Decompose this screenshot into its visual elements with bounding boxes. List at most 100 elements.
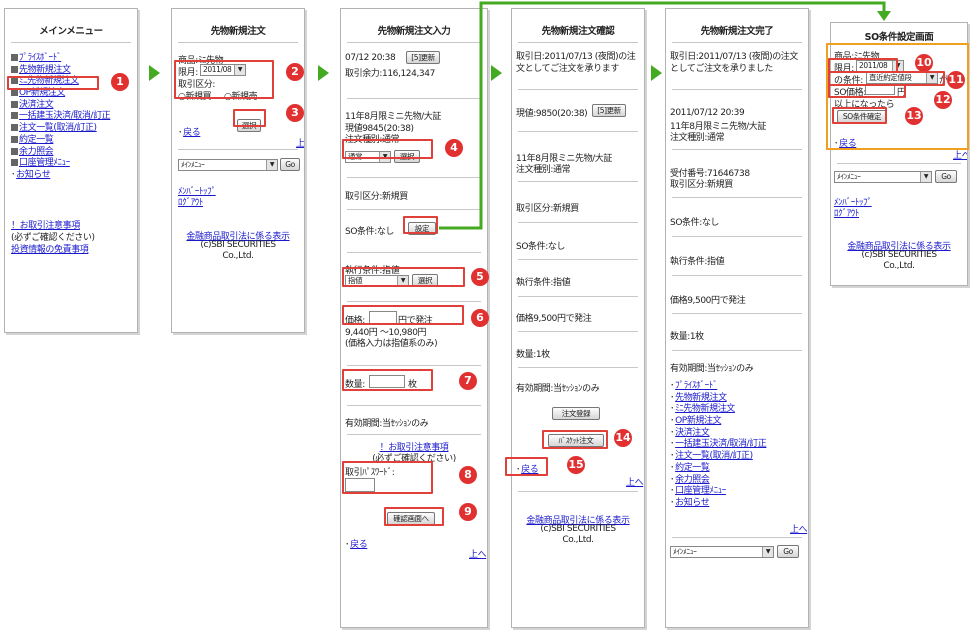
divider (672, 89, 802, 90)
divider (347, 209, 481, 210)
price-suffix: 円で発注 (398, 316, 433, 326)
divider (518, 131, 638, 132)
menu-item-margin[interactable]: 余力照会 (11, 147, 110, 159)
fin-law-link[interactable]: 金融商品取引法に係る表示 (847, 242, 951, 252)
menu-item-order-list[interactable]: 注文一覧(取消/訂正) (11, 123, 110, 135)
back-link[interactable]: ･戻る (178, 128, 201, 138)
so-condition: SO条件:なし (670, 218, 720, 228)
member-top-link[interactable]: ﾒﾝﾊﾞｰﾄｯﾌﾟ (834, 198, 872, 208)
list-item[interactable]: ･ﾌﾟﾗｲｽﾎﾞｰﾄﾞ (670, 381, 718, 391)
step-badge-10: 10 (915, 54, 933, 72)
divider (347, 98, 481, 99)
menu-item-execution-list[interactable]: 約定一覧 (11, 135, 110, 147)
list-item[interactable]: ･一括建玉決済/取消/訂正 (670, 439, 767, 450)
menu-item-op-order[interactable]: OP新規注文 (11, 88, 110, 100)
company-suffix: Co.,Ltd. (562, 535, 594, 545)
menu-item-futures-order[interactable]: 先物新規注文 (11, 65, 110, 77)
chevron-down-icon: ▼ (397, 276, 408, 286)
menu-select[interactable]: ﾒｲﾝﾒﾆｭｰ▼ (670, 546, 774, 558)
cond-prefix: の (834, 76, 843, 86)
back-link[interactable]: ･戻る (516, 465, 539, 475)
menu-list: ﾌﾟﾗｲｽﾎﾞｰﾄﾞ 先物新規注文 ﾐﾆ先物新規注文 OP新規注文 決済注文 一… (11, 53, 111, 182)
divider (178, 42, 298, 43)
top-link[interactable]: 上へ (953, 151, 967, 161)
menu-item-price-board[interactable]: ﾌﾟﾗｲｽﾎﾞｰﾄﾞ (11, 53, 110, 65)
step-badge-7: 7 (459, 372, 477, 390)
go-button[interactable]: Go (935, 170, 957, 183)
exec-select[interactable]: 指値▼ (345, 275, 409, 287)
month-label: 限月: (834, 64, 854, 74)
chevron-down-icon: ▼ (926, 73, 937, 83)
select-button[interactable]: 選択 (394, 150, 420, 163)
caution-link[interactable]: ！お取引注意事項 (379, 443, 449, 453)
menu-select[interactable]: ﾒｲﾝﾒﾆｭｰ▼ (834, 171, 932, 183)
quantity: 数量:1枚 (516, 350, 550, 360)
list-item[interactable]: ･先物新規注文 (670, 392, 727, 403)
menu-icon (11, 100, 18, 108)
order-complete-panel: 先物新規注文完了 取引日:2011/07/13 (夜間)の注文としてご注文を承り… (665, 8, 809, 628)
page-title: メインメニュー (39, 26, 103, 37)
go-button[interactable]: Go (777, 545, 799, 558)
fin-law-link[interactable]: 金融商品取引法に係る表示 (186, 232, 290, 242)
refresh-button[interactable]: [5]更新 (592, 104, 626, 117)
link-list: ･ﾌﾟﾗｲｽﾎﾞｰﾄﾞ ･先物新規注文 ･ﾐﾆ先物新規注文 ･OP新規注文 ･決… (670, 381, 767, 510)
list-item[interactable]: ･口座管理ﾒﾆｭｰ (670, 486, 726, 497)
top-link[interactable]: 上へ (790, 525, 808, 535)
top-link[interactable]: 上へ (626, 478, 644, 488)
top-link[interactable]: 上へ (296, 139, 305, 149)
validity: 有効期間:当ｾｯｼｮﾝのみ (516, 384, 600, 394)
page-title: 先物新規注文完了 (700, 26, 774, 37)
step-badge-14: 14 (614, 429, 632, 447)
list-item[interactable]: ･約定一覧 (670, 462, 710, 473)
go-button[interactable]: Go (280, 158, 300, 171)
page-title: 先物新規注文入力 (377, 26, 451, 37)
menu-item-account[interactable]: 口座管理ﾒﾆｭｰ (11, 158, 110, 170)
password-input[interactable] (345, 478, 375, 492)
top-link[interactable]: 上へ (469, 550, 487, 560)
menu-item-notice[interactable]: ･お知らせ (11, 169, 51, 180)
so-set-button[interactable]: 設定 (408, 222, 436, 235)
logout-link[interactable]: ﾛｸﾞｱｳﾄ (834, 209, 860, 219)
list-item[interactable]: ･決済注文 (670, 427, 710, 438)
step-badge-4: 4 (445, 139, 463, 157)
validity: 有効期間:当ｾｯｼｮﾝのみ (345, 419, 429, 429)
refresh-button[interactable]: [5]更新 (406, 51, 440, 64)
divider (837, 163, 961, 164)
trade-date: 取引日:2011/07/13 (夜間)の注文としてご注文を承ります (516, 52, 636, 74)
register-order-button[interactable]: 注文登録 (552, 407, 600, 420)
list-item[interactable]: ･余力照会 (670, 474, 710, 485)
month-select[interactable]: 2011/08▼ (200, 64, 246, 76)
list-item[interactable]: ･お知らせ (670, 497, 710, 508)
fin-law-link[interactable]: 金融商品取引法に係る表示 (526, 516, 630, 526)
flow-arrow-icon (149, 65, 160, 81)
caution-link[interactable]: ！お取引注意事項 (11, 221, 80, 231)
back-link[interactable]: ･戻る (834, 139, 857, 149)
cond-label: 条件: (843, 76, 863, 86)
list-item[interactable]: ･ﾐﾆ先物新規注文 (670, 404, 735, 415)
member-top-link[interactable]: ﾒﾝﾊﾞｰﾄｯﾌﾟ (178, 187, 216, 197)
basket-order-button[interactable]: ﾊﾞｽｹｯﾄ注文 (548, 434, 604, 447)
list-item[interactable]: ･OP新規注文 (670, 416, 722, 427)
divider (518, 296, 638, 297)
menu-item-settlement[interactable]: 決済注文 (11, 100, 110, 112)
company-suffix: Co.,Ltd. (222, 251, 254, 261)
divider (672, 313, 802, 314)
list-item[interactable]: ･注文一覧(取消/訂正) (670, 451, 753, 462)
disclaimer-link[interactable]: 投資情報の免責事項 (11, 245, 89, 255)
back-link[interactable]: ･戻る (345, 540, 368, 550)
logout-link[interactable]: ﾛｸﾞｱｳﾄ (178, 198, 204, 208)
menu-icon (11, 124, 18, 132)
menu-item-mini-futures-order[interactable]: ﾐﾆ先物新規注文 (11, 76, 110, 88)
price-label: 価格: (345, 316, 365, 326)
so-price-suffix: 円 (897, 88, 906, 98)
menu-item-bulk-settle[interactable]: 一括建玉決済/取消/訂正 (11, 111, 111, 123)
step-badge-15: 15 (567, 456, 585, 474)
company-suffix: Co.,Ltd. (883, 261, 915, 271)
divider (347, 301, 481, 302)
step-badge-2: 2 (286, 63, 304, 81)
quantity-input[interactable] (369, 375, 405, 388)
menu-icon (11, 65, 18, 73)
condition-select[interactable]: 直近約定値段▼ (866, 72, 938, 84)
menu-select[interactable]: ﾒｲﾝﾒﾆｭｰ▼ (178, 159, 278, 171)
validity: 有効期間:当ｾｯｼｮﾝのみ (670, 364, 754, 374)
